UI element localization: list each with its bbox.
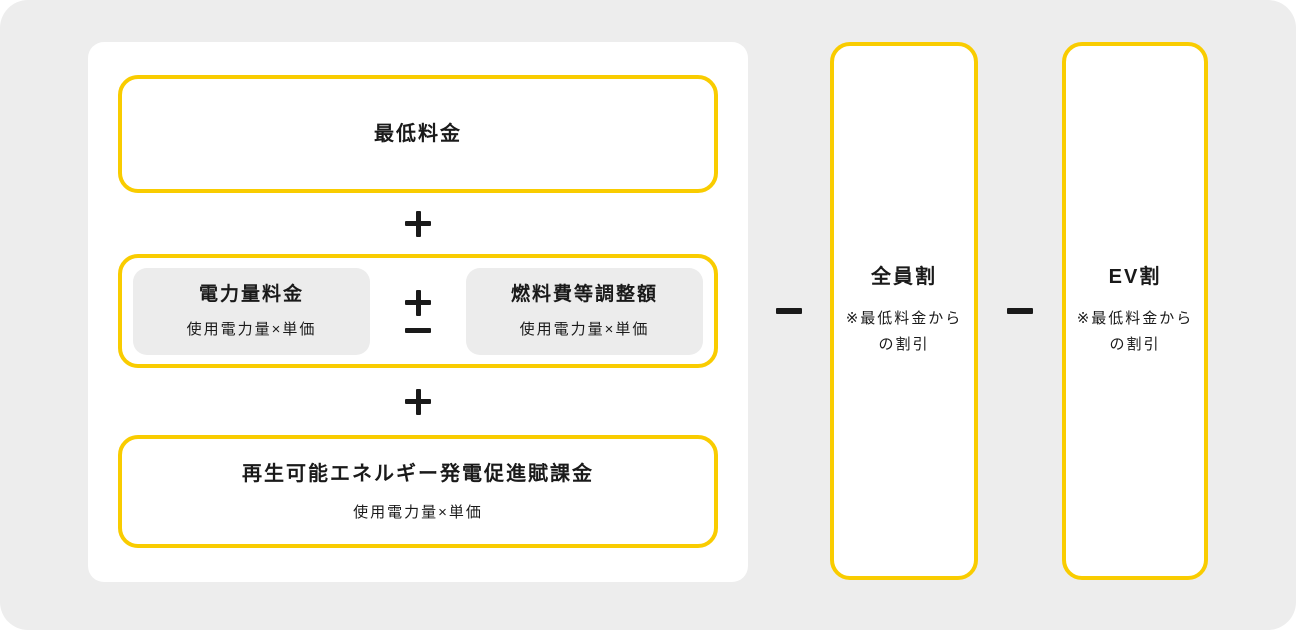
minimum-charge-title: 最低料金 (374, 123, 462, 145)
plus-minus-icon (405, 289, 431, 333)
charge-formula-card: 最低料金 電力量料金 使用電力量×単価 燃料費等調整額 使用電力量×単価 再生可… (88, 42, 748, 582)
renewable-levy-title: 再生可能エネルギー発電促進賦課金 (242, 462, 594, 485)
minimum-charge-box: 最低料金 (118, 75, 718, 193)
fuel-adjustment-box: 燃料費等調整額 使用電力量×単価 (466, 267, 703, 355)
plus-icon (405, 289, 431, 316)
minus-icon (776, 308, 802, 314)
discount-all-members-title: 全員割 (871, 265, 937, 288)
minus-icon (405, 327, 431, 333)
fuel-adjustment-subtitle: 使用電力量×単価 (519, 320, 650, 338)
discount-ev-note-line1: ※最低料金から (1076, 309, 1194, 327)
plus-icon (405, 388, 431, 415)
discount-ev-note-line2: の割引 (1109, 335, 1161, 353)
renewable-levy-box: 再生可能エネルギー発電促進賦課金 使用電力量×単価 (118, 435, 718, 548)
discount-ev-title: EV割 (1108, 265, 1162, 288)
discount-ev-box: EV割 ※最低料金から の割引 (1062, 42, 1208, 580)
operator-row (118, 193, 718, 254)
discount-all-members-box: 全員割 ※最低料金から の割引 (830, 42, 978, 580)
energy-row-box: 電力量料金 使用電力量×単価 燃料費等調整額 使用電力量×単価 (118, 254, 718, 368)
fuel-adjustment-title: 燃料費等調整額 (510, 283, 658, 305)
operator-row (118, 368, 718, 435)
minus-icon (1007, 308, 1033, 314)
energy-charge-box: 電力量料金 使用電力量×単価 (133, 267, 370, 355)
energy-charge-subtitle: 使用電力量×単価 (186, 320, 317, 338)
plus-icon (405, 210, 431, 237)
energy-charge-title: 電力量料金 (198, 283, 304, 305)
renewable-levy-subtitle: 使用電力量×単価 (353, 503, 483, 521)
discount-all-members-note-line2: の割引 (878, 335, 930, 353)
discount-all-members-note-line1: ※最低料金から (845, 309, 963, 327)
